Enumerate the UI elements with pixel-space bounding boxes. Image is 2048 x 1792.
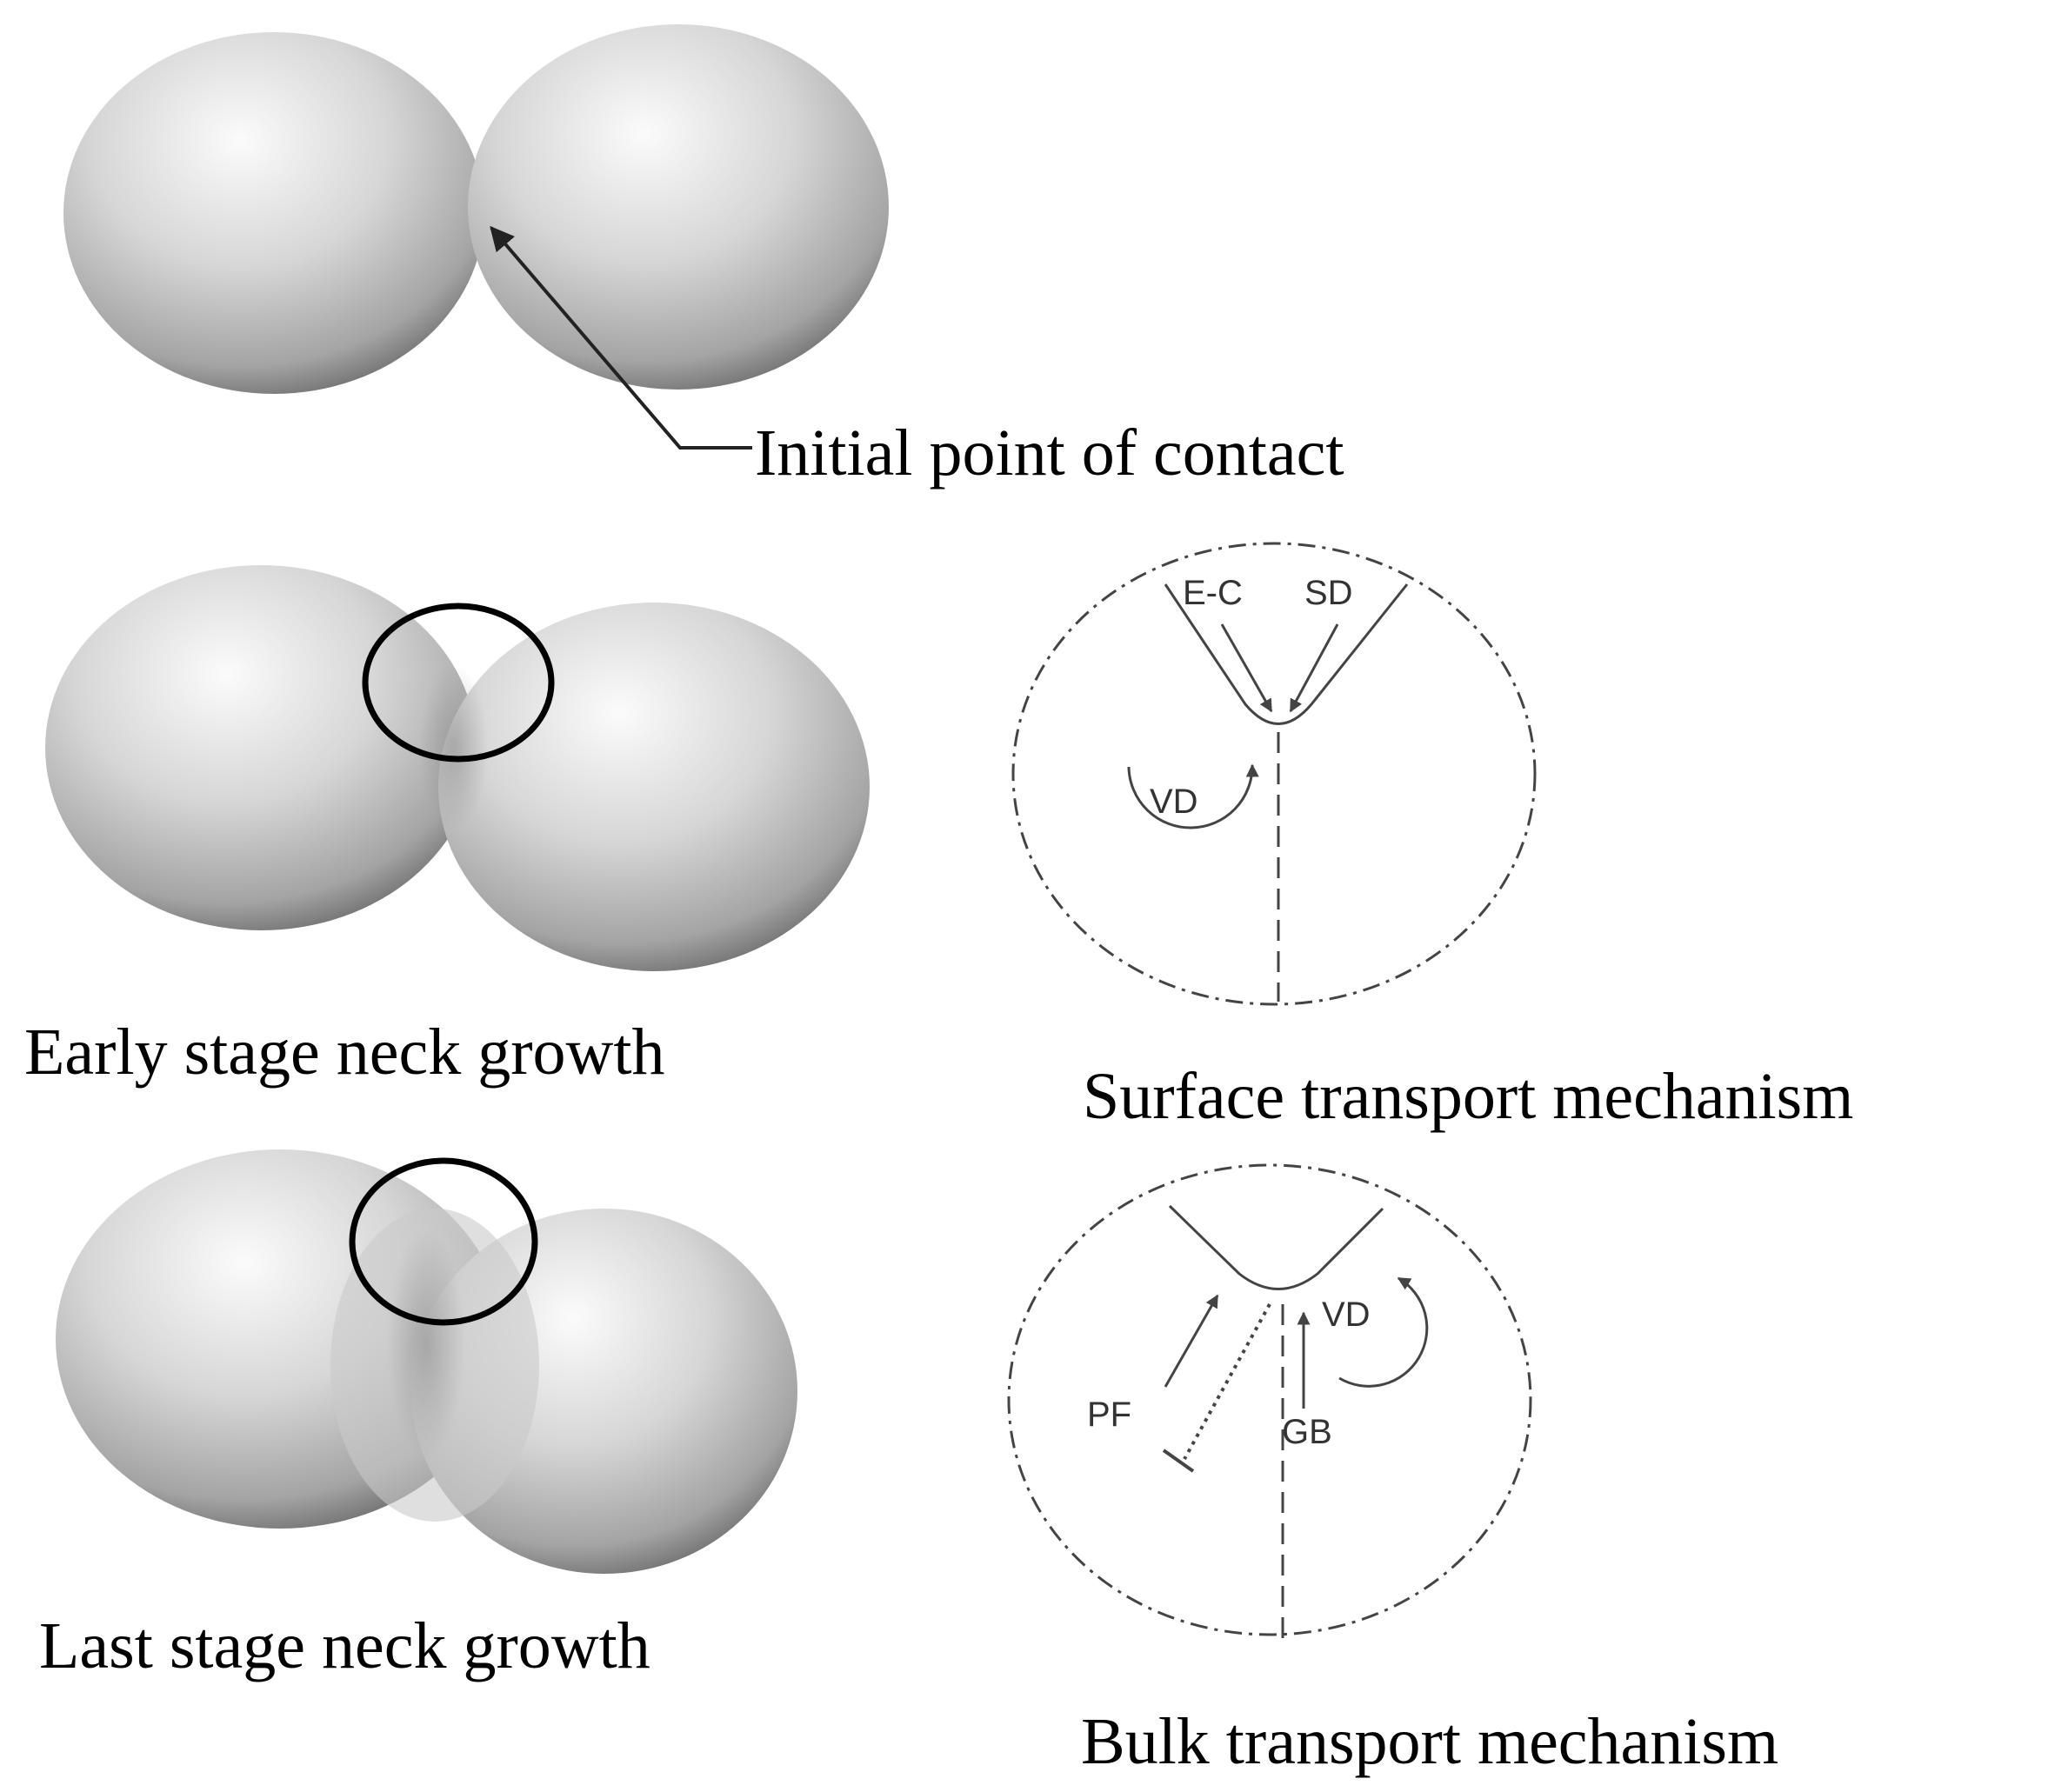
label-sd: SD [1304,574,1353,612]
last-stage-spheres [56,1149,797,1574]
sd-arrow [1289,623,1339,713]
neck-profile [1164,583,1409,725]
label-pf: PF [1087,1396,1131,1434]
surface-transport-diagram [1011,542,1537,1006]
label-vd: VD [1322,1296,1371,1334]
annotation-initial-contact: Initial point of contact [755,416,1344,490]
neck-profile [1168,1204,1384,1290]
vd-arrow [1338,1276,1429,1388]
early-stage-spheres [45,565,870,971]
sphere-left [63,32,484,394]
caption-last-stage: Last stage neck growth [39,1609,650,1682]
particle-outline [1007,1163,1532,1636]
vd-arrow [1127,763,1259,829]
caption-surface-transport: Surface transport mechanism [1083,1060,1854,1133]
pf-arrow [1164,1294,1219,1388]
neck-highlight-circle [362,603,555,763]
label-gb: GB [1282,1413,1332,1451]
initial-contact-spheres [63,24,889,450]
caption-bulk-transport: Bulk transport mechanism [1081,1705,1779,1778]
contact-pointer-arrow [490,225,752,450]
particle-outline [1011,542,1537,1006]
caption-early-stage: Early stage neck growth [24,1016,665,1089]
sphere-right [438,603,870,971]
dislocation-path [1183,1303,1271,1460]
neck-highlight-circle [349,1157,538,1326]
ec-arrow [1220,623,1273,713]
neck-shadow [387,1230,465,1456]
label-vd: VD [1150,783,1198,821]
neck-shadow [419,665,489,830]
label-ec: E-C [1183,574,1243,612]
bulk-transport-diagram [1007,1163,1532,1643]
sphere-right [468,24,889,390]
dislocation-end [1162,1449,1195,1473]
